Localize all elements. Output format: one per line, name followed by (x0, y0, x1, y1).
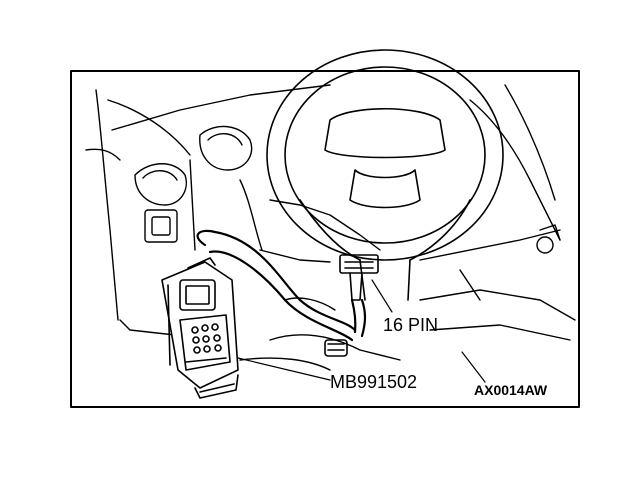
figure-frame (70, 70, 580, 408)
leader-lines (237, 279, 486, 383)
steering-wheel-icon (266, 49, 504, 301)
diagnostic-connector-icon (339, 254, 379, 301)
connector-pin-label: 16 PIN (383, 315, 439, 335)
figure-code-label: AX0014AW (474, 382, 548, 398)
adapter-plug-icon (324, 339, 348, 357)
dashboard-outline (85, 84, 576, 371)
scan-tool-icon (161, 257, 239, 399)
tool-cable (196, 229, 367, 342)
part-number-label: MB991502 (330, 372, 418, 392)
